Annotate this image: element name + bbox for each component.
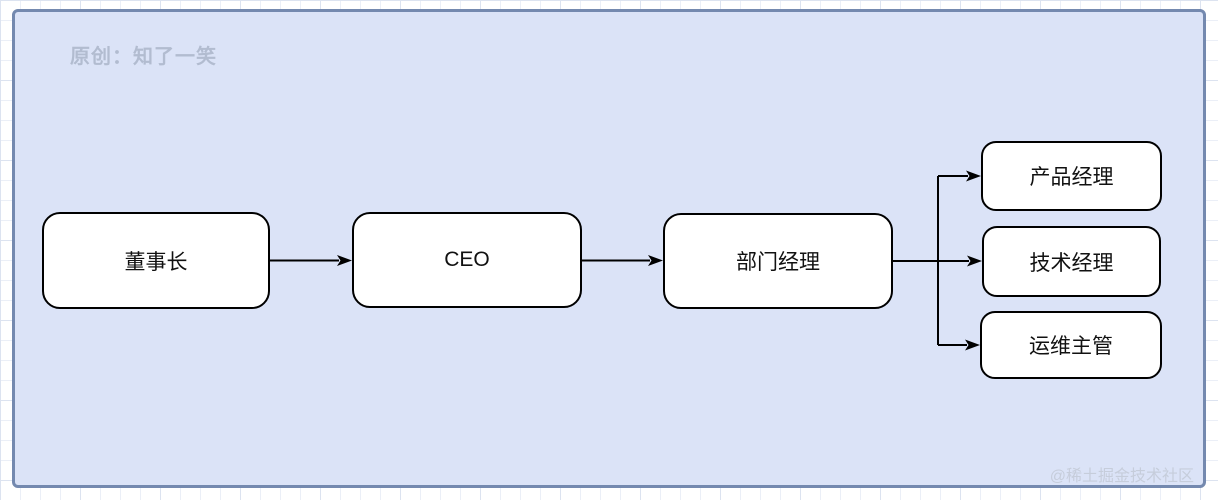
node-ops-lead: 运维主管	[980, 311, 1162, 379]
node-product-manager: 产品经理	[981, 141, 1162, 211]
node-chairman: 董事长	[42, 212, 270, 309]
node-tech-manager: 技术经理	[982, 226, 1161, 297]
community-watermark: @稀土掘金技术社区	[1049, 468, 1194, 485]
node-ceo: CEO	[352, 212, 582, 308]
author-watermark: 原创：知了一笑	[70, 46, 217, 68]
node-dept-manager: 部门经理	[663, 213, 893, 309]
